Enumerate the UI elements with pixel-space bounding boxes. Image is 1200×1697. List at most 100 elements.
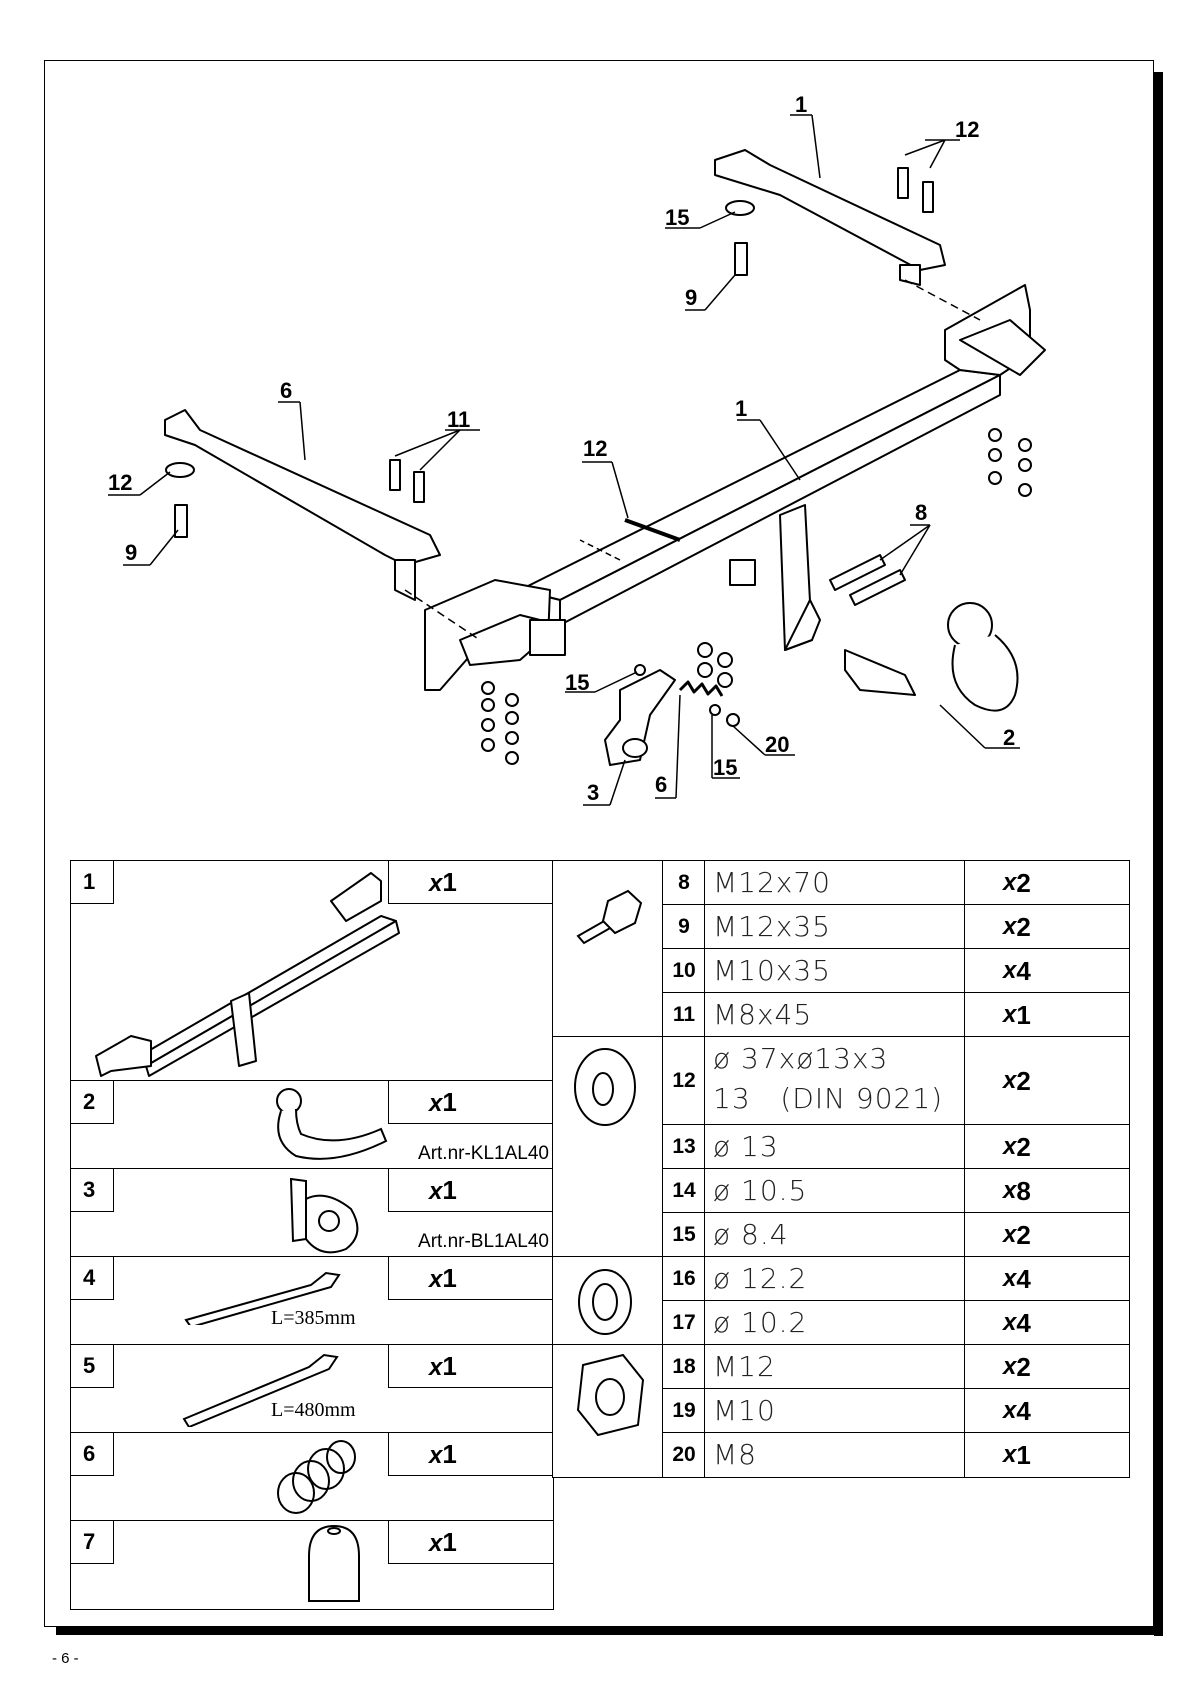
qty-prefix: x: [1003, 1177, 1017, 1204]
callout-12-left: 12: [108, 470, 132, 495]
qty-prefix: x: [1003, 957, 1017, 984]
callout-4: 1: [795, 92, 807, 117]
ballneck-drawing: [844, 602, 1019, 712]
callout-2: 2: [1003, 725, 1015, 750]
strap-5-thumbnail: [182, 1353, 339, 1427]
callout-3: 3: [587, 780, 599, 805]
callout-5: 6: [280, 378, 292, 403]
callout-11: 12: [583, 436, 607, 461]
part-spec-15: ø 8.4: [704, 1212, 966, 1258]
frame-shadow-bottom: [56, 1626, 1163, 1635]
part-spec-line: M10: [713, 1394, 776, 1427]
qty-value: 2: [1016, 867, 1031, 898]
part-num-10: 10: [662, 948, 706, 994]
part-num-13: 13: [662, 1124, 706, 1170]
callout-9-left: 9: [125, 540, 137, 565]
part-qty-2: x1: [388, 1080, 554, 1124]
qty-prefix: x: [1003, 1353, 1017, 1380]
qty-value: 4: [1016, 1307, 1031, 1338]
washer-picture-cell: [552, 1036, 664, 1258]
strap-5-drawing: [164, 409, 481, 641]
part-num-11: 11: [662, 992, 706, 1038]
qty-value: 1: [1016, 999, 1031, 1030]
part-num-4: 4: [70, 1256, 114, 1300]
part-spec-14: ø 10.5: [704, 1168, 966, 1214]
part-spec-line: ø 10.5: [713, 1174, 808, 1207]
qty-prefix: x: [1003, 1441, 1017, 1468]
frame-shadow-right: [1154, 72, 1163, 1636]
callout-12-top: 15: [665, 205, 689, 230]
qty-prefix: x: [1003, 1309, 1017, 1336]
bolt-picture-cell: [552, 860, 664, 1038]
ball-cap-thumbnail: [308, 1524, 360, 1602]
part-num-9: 9: [662, 904, 706, 950]
part-spec-line-2: 13 (DIN 9021): [713, 1082, 944, 1115]
qty-value: 2: [1016, 911, 1031, 942]
crossbar-thumbnail: [95, 872, 400, 1077]
qty-prefix: x: [1003, 1397, 1017, 1424]
strap-4-drawing: [714, 149, 981, 321]
hardware-left-stack: [481, 681, 519, 765]
qty-value: 4: [1016, 1263, 1031, 1294]
part-spec-line: M8: [713, 1438, 757, 1471]
assembly-drawing: 1 12 15 9 6 11 12 9 1 12 8 15 2 20 15 6 …: [108, 92, 1046, 806]
part-num-17: 17: [662, 1300, 706, 1346]
part-qty-4: x1: [388, 1256, 554, 1300]
qty-value: 2: [1016, 1351, 1031, 1382]
spring-washer-picture-cell: [552, 1256, 664, 1346]
qty-prefix: x: [1003, 1221, 1017, 1248]
callout-8: 8: [915, 500, 927, 525]
hardware-right-stack: [988, 428, 1032, 497]
part-num-1: 1: [70, 860, 114, 904]
part-spec-13: ø 13: [704, 1124, 966, 1170]
callout-20: 20: [765, 732, 789, 757]
hex-nut-icon: [576, 1353, 645, 1437]
part-num-20: 20: [662, 1432, 706, 1478]
qty-value: 4: [1016, 1395, 1031, 1426]
qty-value: 2: [1016, 1131, 1031, 1162]
part-2-article: Art.nr-KL1AL40: [418, 1143, 549, 1164]
part-num-14: 14: [662, 1168, 706, 1214]
part-spec-line: M10x35: [713, 954, 831, 987]
spring-thumbnail: [277, 1440, 356, 1514]
qty-value: 2: [1016, 1065, 1031, 1096]
part-qty-6: x1: [388, 1432, 554, 1476]
part-spec-line: M12x70: [713, 866, 831, 899]
part-qty-5: x1: [388, 1344, 554, 1388]
part-spec-line: ø 13: [713, 1130, 779, 1163]
part-num-15: 15: [662, 1212, 706, 1258]
part-spec-line: M8x45: [713, 998, 813, 1031]
part-spec-10: M10x35: [704, 948, 966, 994]
part-spec-line: ø 8.4: [713, 1218, 789, 1251]
part-spec-8: M12x70: [704, 860, 966, 906]
callout-15-right: 15: [713, 755, 737, 780]
part-spec-20: M8: [704, 1432, 966, 1478]
qty-prefix: x: [1003, 913, 1017, 940]
page-number: - 6 -: [52, 1650, 79, 1667]
qty-prefix: x: [1003, 1001, 1017, 1028]
part-qty-7: x1: [388, 1520, 554, 1564]
part-spec-line: ø 10.2: [713, 1306, 808, 1339]
part-num-5: 5: [70, 1344, 114, 1388]
part-num-2: 2: [70, 1080, 114, 1124]
spring-washer-icon: [578, 1269, 632, 1335]
callout-10-top: 12: [955, 117, 979, 142]
nut-picture-cell: [552, 1344, 664, 1478]
part-qty-1: x1: [388, 860, 554, 904]
qty-value: 8: [1016, 1175, 1031, 1206]
callout-10-left: 11: [447, 407, 470, 432]
strap-4-thumbnail: [184, 1271, 341, 1325]
part-spec-line: ø 12.2: [713, 1262, 808, 1295]
part-5-length: L=480mm: [271, 1399, 356, 1421]
part-num-3: 3: [70, 1168, 114, 1212]
part-spec-19: M10: [704, 1388, 966, 1434]
callout-1: 1: [735, 396, 747, 421]
